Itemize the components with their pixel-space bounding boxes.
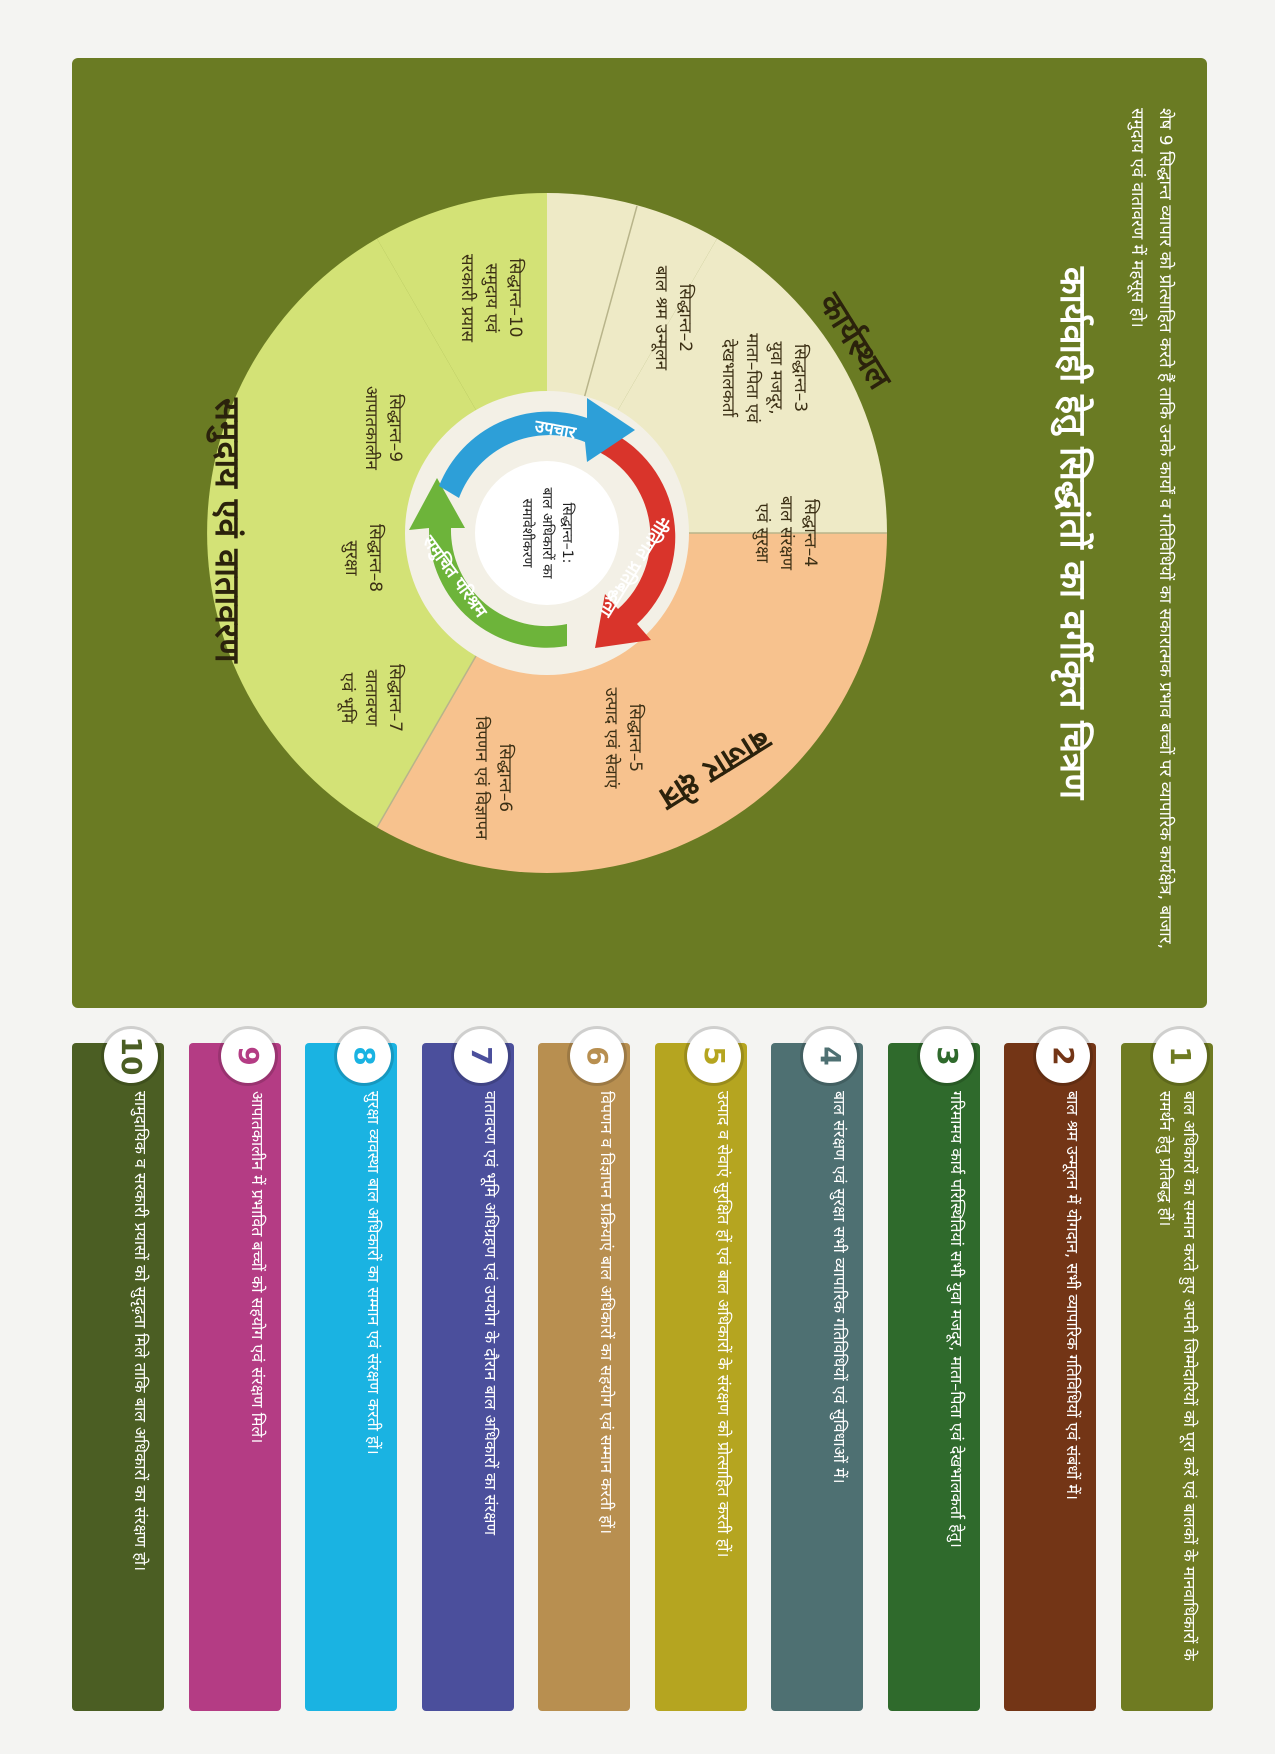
principle-card-text: बाल श्रम उन्मूलन में योगदान, सभी व्यापार… — [1063, 1091, 1083, 1500]
principle-4-head: सिद्धान्त–4 — [800, 498, 820, 568]
principle-number-badge: 9 — [221, 1029, 275, 1083]
center-line3: समावेशीकरण — [519, 498, 535, 568]
green-arrow — [409, 478, 567, 648]
principle-number-badge: 10 — [104, 1029, 159, 1083]
principle-6-head: सिद्धान्त–6 — [495, 743, 515, 813]
principle-8: सिद्धान्त–8 सुरक्षा — [339, 498, 387, 618]
inner-core — [475, 461, 619, 605]
principle-card-text: उत्पाद व सेवाएं सुरक्षित हों एवं बाल अधि… — [714, 1091, 733, 1558]
principle-number-badge: 8 — [337, 1029, 392, 1083]
principle-6-line1: विपणन एवं विज्ञापन — [471, 716, 491, 840]
principle-10-head: सिद्धान्त–10 — [505, 258, 525, 338]
principle-6: सिद्धान्त–6 विपणन एवं विज्ञापन — [469, 698, 517, 858]
principle-card: 8 सुरक्षा व्यवस्था बाल अधिकारों का सम्मान… — [305, 1029, 398, 1711]
principle-1-center: सिद्धान्त–1: बाल अधिकारों का समावेशीकरण — [517, 468, 577, 598]
principle-card-text: सामुदायिक व सरकारी प्रयासों को सुदृढ़ता … — [131, 1091, 151, 1572]
principle-card-text: विपणन व विज्ञापन प्रक्रियाएं बाल अधिकारो… — [597, 1091, 617, 1535]
principle-10: सिद्धान्त–10 समुदाय एवं सरकारी प्रयास — [455, 223, 527, 373]
principle-card-text: बाल संरक्षण एवं सुरक्षा सभी व्यापारिक गत… — [830, 1091, 850, 1484]
principle-card: 6 विपणन व विज्ञापन प्रक्रियाएं बाल अधिकार… — [538, 1029, 631, 1711]
center-line1: सिद्धान्त–1: — [559, 502, 575, 564]
principles-panel: शेष 9 सिद्धान्त व्यापार को प्रोत्साहित क… — [72, 58, 1207, 1008]
principle-number-badge: 7 — [454, 1029, 508, 1083]
principle-card: 4 बाल संरक्षण एवं सुरक्षा सभी व्यापारिक ग… — [771, 1029, 864, 1711]
principle-9-head: सिद्धान्त–9 — [385, 393, 405, 463]
classification-wheel — [207, 193, 887, 873]
community-sector — [207, 238, 547, 828]
principle-card: 7 वातावरण एवं भूमि अधिग्रहण एवं उपयोग के … — [422, 1029, 514, 1711]
principle-8-head: सिद्धान्त–8 — [365, 523, 385, 593]
principle-7-line1: वातावरण — [361, 669, 381, 727]
principle-number-badge: 4 — [803, 1029, 858, 1083]
principle-7-head: सिद्धान्त–7 — [385, 663, 405, 733]
principle-card-text: गरिमामय कार्य परिस्थितियां सभी युवा मजदू… — [947, 1091, 966, 1548]
principle-7: सिद्धान्त–7 वातावरण एवं भूमि — [335, 633, 407, 763]
principle-9-line1: आपातकालीन — [361, 386, 381, 470]
principle-5-head: सिद्धान्त–5 — [625, 703, 645, 773]
principle-card-text: बाल अधिकारों का सम्मान करते हुए अपनी जिम… — [1156, 1091, 1199, 1661]
principle-4: सिद्धान्त–4 बाल संरक्षण एवं सुरक्षा — [750, 453, 822, 613]
principle-5: सिद्धान्त–5 उत्पाद एवं सेवाएं — [599, 658, 647, 818]
principle-3-line3: देखभालकर्ता — [718, 339, 738, 417]
principle-card-text: आपातकालीन में प्रभावित बच्चों को सहयोग ए… — [248, 1091, 267, 1444]
principle-number-badge: 3 — [920, 1029, 974, 1083]
principle-number-badge: 1 — [1153, 1029, 1207, 1083]
principle-3: सिद्धान्त–3 युवा मजदूर, माता–पिता एवं दे… — [716, 298, 812, 458]
principle-card-text: सुरक्षा व्यवस्था बाल अधिकारों का सम्मान … — [364, 1091, 384, 1455]
principle-5-line1: उत्पाद एवं सेवाएं — [601, 687, 621, 789]
center-line2: बाल अधिकारों का — [539, 487, 555, 579]
principle-2-head: सिद्धान्त–2 — [675, 283, 695, 353]
principle-card: 9 आपातकालीन में प्रभावित बच्चों को सहयोग … — [189, 1029, 281, 1711]
principle-10-line1: समुदाय एवं — [481, 263, 501, 333]
principle-3-line1: युवा मजदूर, — [766, 341, 786, 415]
principle-4-line2: एवं सुरक्षा — [752, 503, 772, 563]
principle-4-line1: बाल संरक्षण — [776, 496, 796, 570]
zone-community: समुदाय एवं वातावरण — [207, 398, 247, 663]
principle-card: 3 गरिमामय कार्य परिस्थितियां सभी युवा मजद… — [888, 1029, 980, 1711]
principle-2: सिद्धान्त–2 बाल श्रम उन्मूलन — [649, 238, 697, 398]
principle-8-line1: सुरक्षा — [341, 540, 361, 576]
principle-card: 2 बाल श्रम उन्मूलन में योगदान, सभी व्यापा… — [1004, 1029, 1097, 1711]
principle-3-line2: माता–पिता एवं — [742, 333, 762, 423]
principle-number-badge: 6 — [570, 1029, 625, 1083]
principle-3-head: सिद्धान्त–3 — [790, 343, 810, 413]
principle-number-badge: 2 — [1036, 1029, 1091, 1083]
blue-arrow — [439, 398, 635, 498]
principle-10-line2: सरकारी प्रयास — [457, 253, 477, 343]
principle-card: 1 बाल अधिकारों का सम्मान करते हुए अपनी जि… — [1121, 1029, 1213, 1711]
principle-card: 10 सामुदायिक व सरकारी प्रयासों को सुदृढ़त… — [72, 1029, 165, 1711]
red-arrow — [595, 430, 676, 648]
principle-2-line1: बाल श्रम उन्मूलन — [651, 265, 671, 371]
principle-card-text: वातावरण एवं भूमि अधिग्रहण एवं उपयोग के द… — [481, 1091, 500, 1536]
principle-7-line2: एवं भूमि — [337, 672, 357, 724]
principle-9: सिद्धान्त–9 आपातकालीन — [359, 363, 407, 493]
principle-number-badge: 5 — [687, 1029, 741, 1083]
principle-card: 5 उत्पाद व सेवाएं सुरक्षित हों एवं बाल अध… — [655, 1029, 747, 1711]
